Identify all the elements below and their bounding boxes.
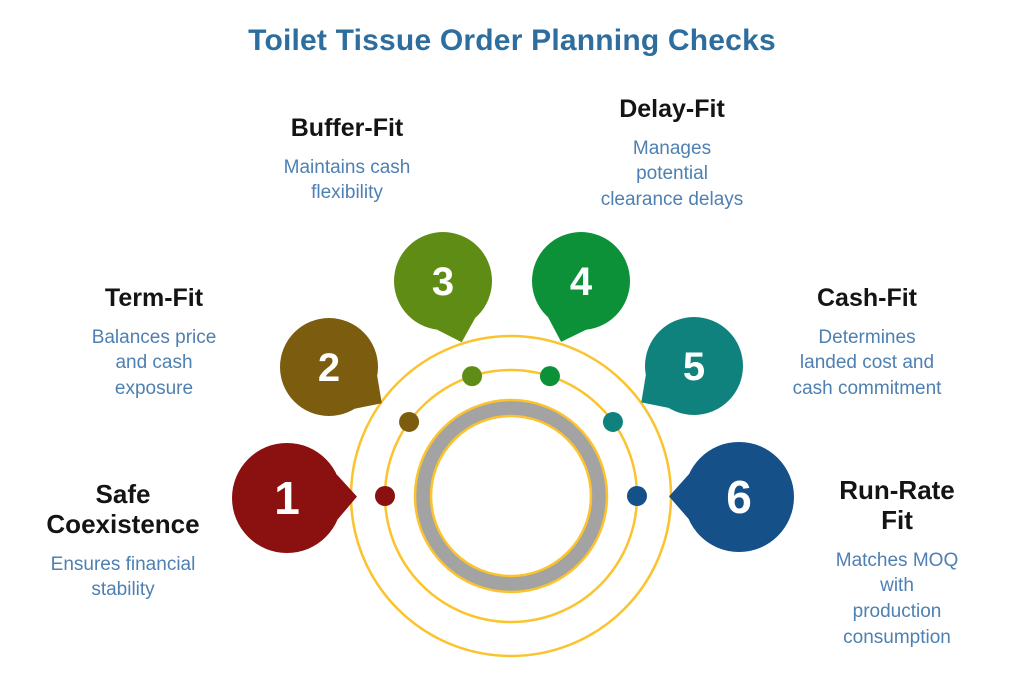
bubble-circle-1 bbox=[232, 443, 342, 553]
bubble-circle-5 bbox=[645, 317, 743, 415]
item-description-run-rate-fit: Matches MOQ with production consumption bbox=[835, 549, 959, 648]
orbit-dot-3 bbox=[462, 366, 483, 387]
orbit-dot-1 bbox=[375, 486, 395, 506]
bubble-number-2: 2 bbox=[318, 346, 340, 390]
orbit-circle-1 bbox=[349, 334, 673, 658]
orbit-dot-6 bbox=[627, 486, 647, 506]
paper-roll-ring bbox=[415, 400, 607, 592]
paper-roll-inner-outline bbox=[429, 414, 593, 578]
callout-delay-fit: Delay-Fit Manages potential clearance de… bbox=[601, 95, 744, 213]
callout-term-fit: Term-Fit Balances price and cash exposur… bbox=[92, 284, 217, 402]
bubble-number-1: 1 bbox=[274, 472, 300, 524]
orbit-dot-5 bbox=[602, 411, 623, 432]
item-description-delay-fit: Manages potential clearance delays bbox=[600, 137, 744, 211]
bubble-number-6: 6 bbox=[726, 471, 752, 523]
item-label-term-fit: Term-Fit bbox=[104, 284, 204, 312]
bubble-circle-4 bbox=[532, 232, 630, 330]
bubble-number-4: 4 bbox=[570, 260, 593, 304]
bubble-tail-1 bbox=[336, 474, 357, 520]
page-title: Toilet Tissue Order Planning Checks bbox=[248, 24, 776, 57]
item-description-term-fit: Balances price and cash exposure bbox=[91, 326, 217, 400]
bubble-tail-6 bbox=[669, 474, 690, 519]
bubble-circle-6 bbox=[684, 442, 794, 552]
bubble-circle-2 bbox=[280, 318, 378, 416]
item-description-cash-fit: Determines landed cost and cash commitme… bbox=[792, 326, 942, 400]
item-label-buffer-fit: Buffer-Fit bbox=[290, 114, 404, 142]
item-label-delay-fit: Delay-Fit bbox=[619, 95, 725, 123]
item-label-safe-coexistence: Safe Coexistence bbox=[46, 479, 200, 539]
callout-safe-coexistence: Safe Coexistence Ensures financial stabi… bbox=[46, 479, 200, 603]
item-description-safe-coexistence: Ensures financial stability bbox=[50, 553, 196, 601]
bubble-circle-3 bbox=[394, 232, 492, 330]
callout-cash-fit: Cash-Fit Determines landed cost and cash… bbox=[793, 284, 942, 402]
bubble-number-5: 5 bbox=[683, 345, 705, 389]
bubble-number-3: 3 bbox=[432, 260, 454, 304]
callout-buffer-fit: Buffer-Fit Maintains cash flexibility bbox=[284, 114, 411, 206]
callout-run-rate-fit: Run-Rate Fit Matches MOQ with production… bbox=[834, 475, 961, 650]
orbit-dot-4 bbox=[539, 366, 560, 387]
item-description-buffer-fit: Maintains cash flexibility bbox=[283, 156, 411, 204]
item-label-cash-fit: Cash-Fit bbox=[817, 284, 917, 312]
item-label-run-rate-fit: Run-Rate Fit bbox=[839, 475, 955, 535]
paper-roll-outer-outline bbox=[413, 398, 609, 594]
orbit-dot-2 bbox=[399, 411, 420, 432]
